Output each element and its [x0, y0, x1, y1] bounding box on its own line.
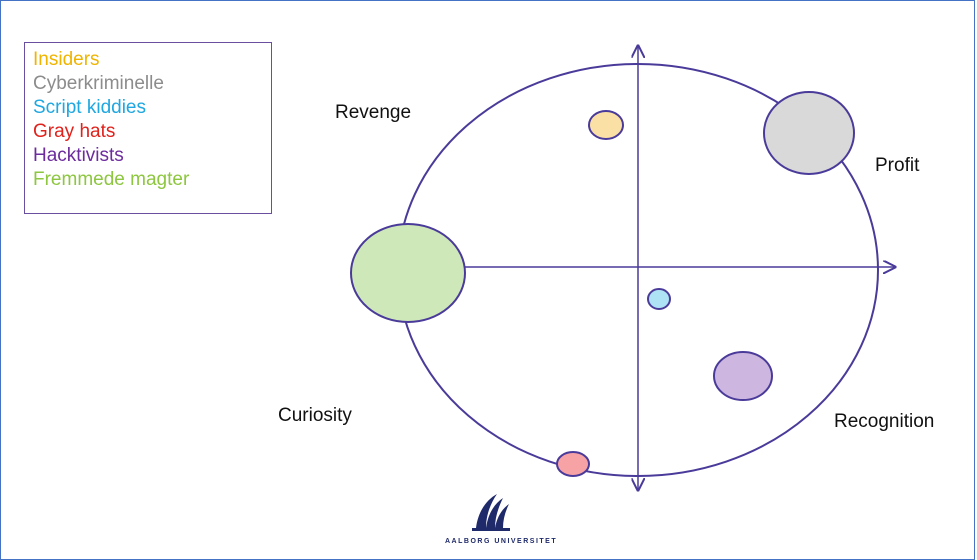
bubble-cyberkriminelle	[763, 91, 855, 175]
legend-item-fremmede-magter: Fremmede magter	[33, 169, 190, 190]
motivation-diagram	[350, 0, 977, 531]
legend-item-gray-hats: Gray hats	[33, 121, 116, 142]
label-curiosity: Curiosity	[278, 405, 352, 426]
legend-item-insiders: Insiders	[33, 49, 100, 70]
bubble-script-kiddies	[647, 288, 671, 310]
legend-item-script-kiddies: Script kiddies	[33, 97, 146, 118]
aau-logo-icon	[472, 494, 510, 531]
legend-item-hacktivists: Hacktivists	[33, 145, 124, 166]
label-profit: Profit	[875, 155, 920, 176]
bubble-gray-hats	[556, 451, 590, 477]
bubble-insiders	[588, 110, 624, 140]
logo-wordmark: AALBORG UNIVERSITET	[445, 538, 558, 545]
label-revenge: Revenge	[335, 102, 412, 123]
bubble-fremmede-magter	[350, 223, 466, 323]
label-recognition: Recognition	[834, 411, 935, 432]
legend: Insiders Cyberkriminelle Script kiddies …	[24, 42, 272, 214]
bubble-hacktivists	[713, 351, 773, 401]
legend-item-cyberkriminelle: Cyberkriminelle	[33, 73, 164, 94]
